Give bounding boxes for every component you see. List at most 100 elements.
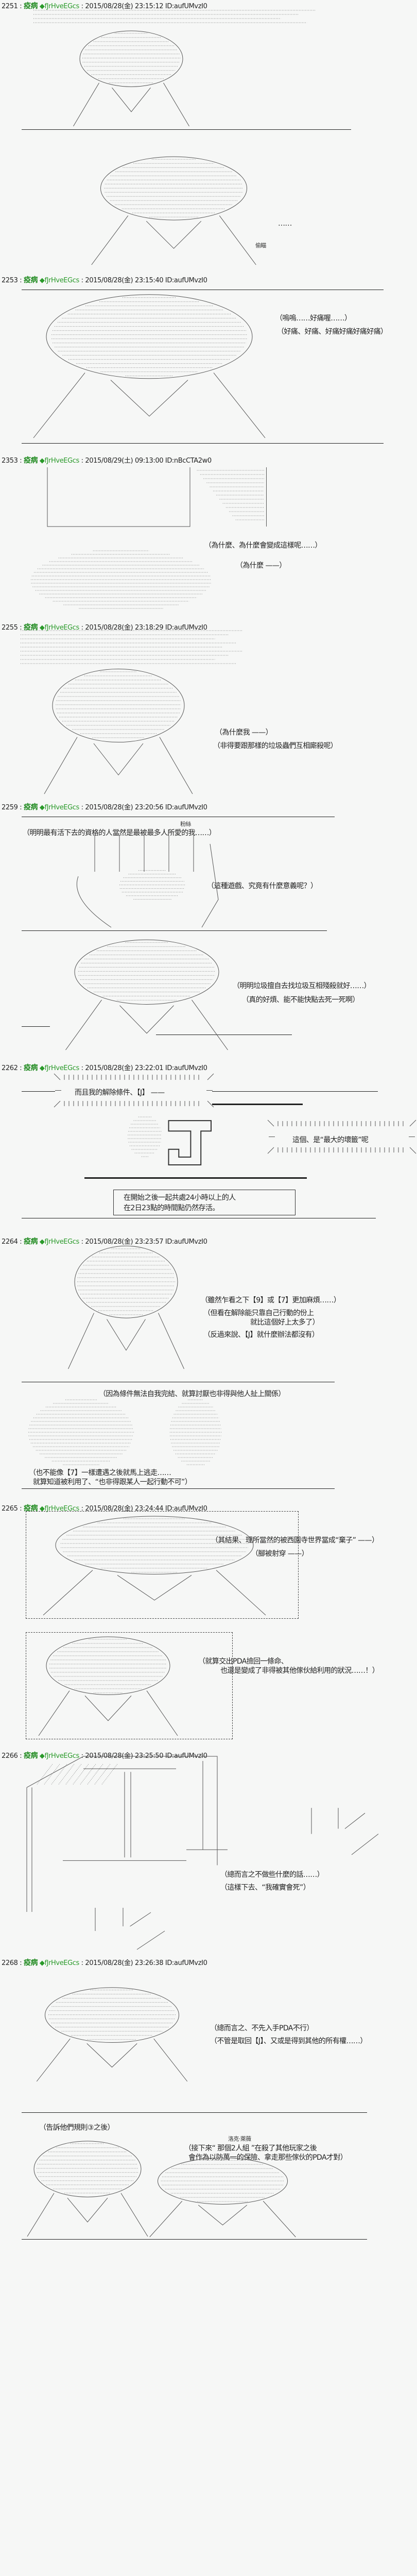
- panel-frame: [26, 1511, 299, 1619]
- dialogue: （腳被射穿 ——）: [251, 1550, 309, 1558]
- ascii-art-girl-closeup: [38, 1636, 178, 1736]
- post-trip: ◆fJrHveEGcs: [39, 1505, 79, 1513]
- dialogue: （為什麼我 ——）: [215, 728, 273, 737]
- dialogue: （總而言之不做些什麼的話……）: [220, 1871, 324, 1879]
- post-name: 疫病: [23, 803, 38, 811]
- post-header: 2264 : 疫病 ◆fJrHveEGcs : 2015/08/28(金) 23…: [2, 1236, 207, 1246]
- colon-separator: :: [18, 1959, 24, 1967]
- post-header: 2259 : 疫病 ◆fJrHveEGcs : 2015/08/28(金) 23…: [2, 802, 207, 812]
- ascii-art-girl-thinking: [36, 1987, 188, 2082]
- peek-label: 偷瞄: [255, 242, 266, 249]
- post-header: 2251 : 疫病 ◆fJrHveEGcs : 2015/08/28(金) 23…: [2, 1, 207, 11]
- dialogue: （也不能像【7】一樣遭遇之後就馬上逃走……: [29, 1469, 171, 1477]
- separator: [22, 2239, 367, 2240]
- ascii-art-hands: [76, 835, 219, 928]
- colon-separator: :: [79, 804, 85, 811]
- dialogue: （反過來說、【J】就什麼辦法都沒有）: [203, 1331, 319, 1339]
- ascii-art-girl-crying: [44, 668, 193, 794]
- colon-separator: :: [18, 624, 24, 632]
- ascii-art-figure-back: [27, 2141, 148, 2237]
- post-trip: ◆fJrHveEGcs: [39, 1959, 79, 1967]
- ascii-art-footsteps: [95, 1908, 165, 1950]
- post-id: ID:aufUMvzI0: [165, 277, 207, 284]
- colon-separator: :: [79, 1752, 85, 1760]
- dialogue: 就比這個好上太多了）: [250, 1318, 320, 1327]
- post-id: ID:aufUMvzI0: [165, 804, 207, 811]
- post-header: 2353 : 疫病 ◆fJrHveEGcs : 2015/08/29(土) 09…: [2, 455, 212, 465]
- condition-box: [113, 1190, 296, 1215]
- post-trip: ◆fJrHveEGcs: [39, 624, 79, 632]
- post-header: 2262 : 疫病 ◆fJrHveEGcs : 2015/08/28(金) 23…: [2, 1062, 207, 1073]
- dialogue: （不管是取回【J】、又或是得到其他的所有權……）: [210, 2037, 367, 2045]
- panel-frame: [26, 1632, 233, 1739]
- ascii-art-fallen-figure: [33, 294, 266, 438]
- post-name: 疫病: [23, 1064, 38, 1072]
- post-date: 2015/08/28(金) 23:26:38: [85, 1959, 164, 1967]
- post-number[interactable]: 2253: [2, 277, 18, 284]
- post-id: ID:aufUMvzI0: [165, 1064, 207, 1072]
- colon-separator: :: [79, 3, 85, 10]
- speaker-label: 洛克‧萊薇: [228, 2136, 251, 2142]
- post-header: 2255 : 疫病 ◆fJrHveEGcs : 2015/08/28(金) 23…: [2, 622, 207, 632]
- ascii-art-dotted-band: [33, 10, 316, 23]
- dialogue: （接下來“ 那個2人組 ”在殺了其他玩家之後: [184, 2144, 317, 2153]
- colon-separator: :: [79, 277, 85, 284]
- post-name: 疫病: [23, 1238, 38, 1246]
- colon-separator: :: [79, 1238, 85, 1246]
- post-date: 2015/08/29(土) 09:13:00: [85, 457, 164, 465]
- dialogue: 會作為以防萬一的保險、拿走那些傢伙的PDA才對）: [188, 2154, 348, 2162]
- post-date: 2015/08/28(金) 23:25:50: [85, 1752, 164, 1760]
- post-number[interactable]: 2259: [2, 804, 18, 811]
- post-trip: ◆fJrHveEGcs: [39, 277, 79, 284]
- dialogue: （雖然乍看之下【9】或【7】更加麻煩……）: [201, 1296, 341, 1304]
- post-number[interactable]: 2262: [2, 1064, 18, 1072]
- post-name: 疫病: [23, 623, 38, 632]
- post-number[interactable]: 2255: [2, 624, 18, 632]
- ascii-art-building: [26, 1756, 228, 1912]
- colon-separator: :: [79, 1959, 85, 1967]
- colon-separator: :: [18, 804, 24, 811]
- ascii-art-j-card: [128, 1116, 212, 1165]
- dialogue: （這種遊戲、究竟有什麼意義呢？）: [207, 882, 318, 890]
- post-trip: ◆fJrHveEGcs: [39, 1752, 79, 1760]
- post-number[interactable]: 2264: [2, 1238, 18, 1246]
- colon-separator: :: [79, 457, 85, 465]
- separator: [22, 930, 327, 931]
- separator: [212, 1104, 303, 1105]
- post-trip: ◆fJrHveEGcs: [39, 457, 79, 465]
- ascii-art-footsteps: [311, 1808, 379, 1855]
- separator: [22, 443, 384, 444]
- post-trip: ◆fJrHveEGcs: [39, 1064, 79, 1072]
- post-header: 2266 : 疫病 ◆fJrHveEGcs : 2015/08/28(金) 23…: [2, 1750, 207, 1760]
- ascii-art-burst-frame: [267, 1120, 416, 1154]
- separator: [22, 2112, 367, 2113]
- post-number[interactable]: 2251: [2, 3, 18, 10]
- dialogue: （總而言之、不先入手PDA不行）: [210, 2024, 314, 2032]
- post-trip: ◆fJrHveEGcs: [39, 1238, 79, 1246]
- separator: [22, 1488, 335, 1489]
- post-date: 2015/08/28(金) 23:20:56: [85, 804, 164, 811]
- post-number[interactable]: 2353: [2, 457, 18, 465]
- dialogue: （告訴他們規則③之後）: [39, 2124, 115, 2132]
- post-trip: ◆fJrHveEGcs: [39, 804, 79, 811]
- ascii-art-dotted-band: [21, 630, 243, 664]
- colon-separator: :: [18, 277, 24, 284]
- burst-text: 這個、是“最大的壞籤”呢: [292, 1136, 369, 1144]
- separator: [84, 1177, 307, 1179]
- post-date: 2015/08/28(金) 23:15:40: [85, 277, 164, 284]
- post-trip: ◆fJrHveEGcs: [39, 3, 79, 10]
- post-date: 2015/08/28(金) 23:18:29: [85, 624, 164, 632]
- separator: [22, 129, 351, 130]
- colon-separator: :: [79, 1064, 85, 1072]
- colon-separator: :: [18, 1505, 24, 1513]
- post-number[interactable]: 2266: [2, 1752, 18, 1760]
- dialogue: （為什麼、為什麼會變成這樣呢……）: [204, 541, 322, 550]
- post-number[interactable]: 2265: [2, 1505, 18, 1513]
- colon-separator: :: [18, 1064, 24, 1072]
- post-number[interactable]: 2268: [2, 1959, 18, 1967]
- ascii-art-girl: [68, 1245, 184, 1369]
- dialogue: （真的好煩、能不能快點去死一死啊）: [242, 996, 359, 1004]
- dialogue: （明明垃圾擅自去找垃圾互相殘殺就好……）: [233, 982, 371, 990]
- ascii-art-girl-peeking: [91, 156, 256, 265]
- fans-label: 粉絲: [180, 821, 191, 827]
